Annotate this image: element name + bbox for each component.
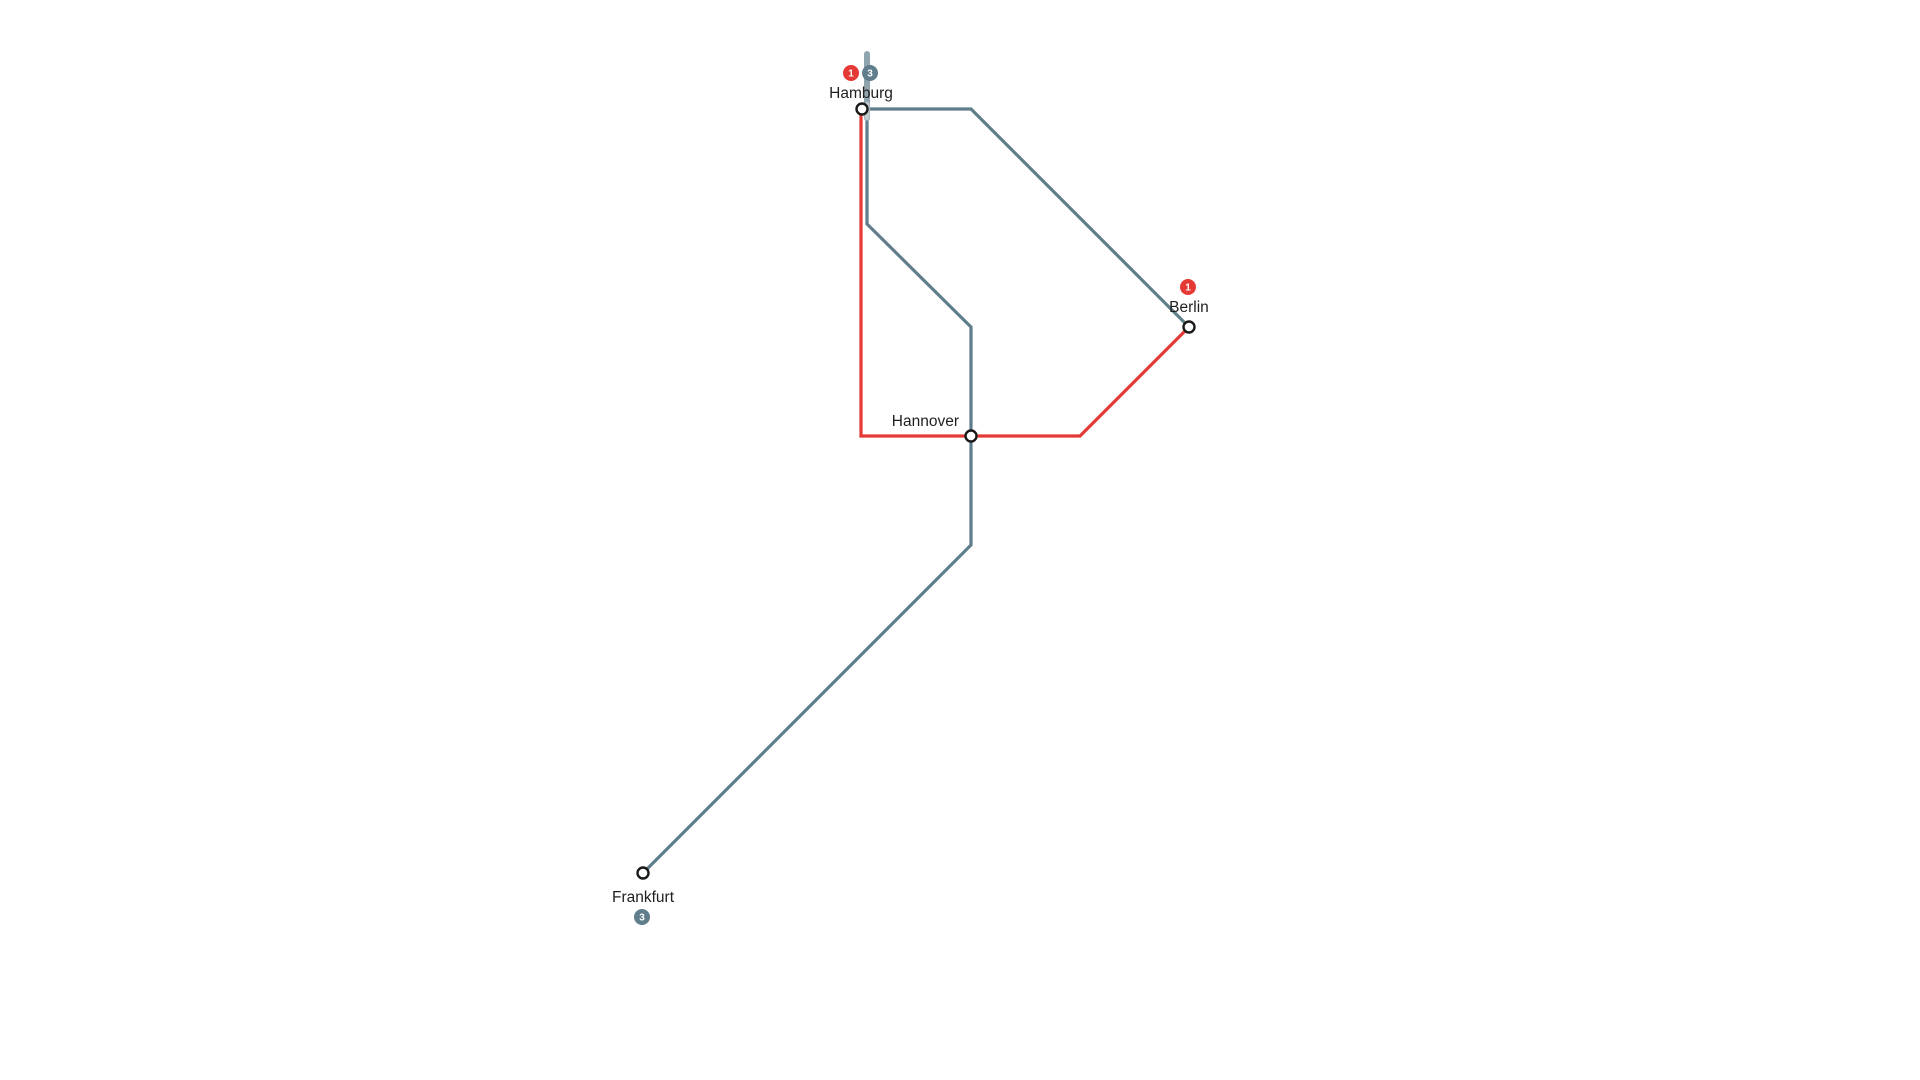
svg-text:3: 3	[867, 69, 873, 80]
line-3-route-hamburg-frankfurt[interactable]	[641, 107, 973, 875]
svg-text:1: 1	[848, 69, 854, 80]
svg-text:1: 1	[1185, 283, 1191, 294]
station-berlin[interactable]	[1182, 320, 1196, 334]
station-frankfurt[interactable]	[636, 866, 650, 880]
line-3-route-hamburg-berlin[interactable]	[864, 107, 1191, 329]
station-label-hannover: Hannover	[892, 413, 959, 430]
line-badge-1-berlin[interactable]: 1	[1180, 279, 1196, 295]
line-badge-3-hamburg[interactable]: 3	[862, 65, 878, 81]
station-hamburg[interactable]	[855, 102, 869, 116]
station-label-frankfurt: Frankfurt	[612, 889, 675, 906]
station-label-berlin: Berlin	[1169, 299, 1209, 316]
station-hannover[interactable]	[964, 429, 978, 443]
station-label-hamburg: Hamburg	[829, 85, 893, 102]
svg-text:3: 3	[639, 913, 645, 924]
line-badge-1-hamburg[interactable]: 1	[843, 65, 859, 81]
line-1-route[interactable]	[859, 107, 1191, 438]
line-badge-3-frankfurt[interactable]: 3	[634, 909, 650, 925]
